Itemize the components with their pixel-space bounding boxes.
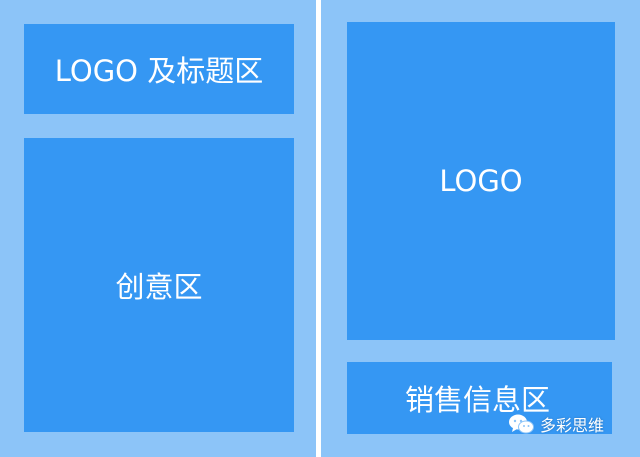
watermark-text: 多彩思维 xyxy=(540,416,605,435)
logo-block: LOGO xyxy=(347,22,615,340)
logo-title-label: LOGO 及标题区 xyxy=(54,54,264,88)
wechat-icon xyxy=(509,414,534,434)
logo-label: LOGO xyxy=(439,164,523,198)
creative-block: 创意区 xyxy=(24,138,294,432)
sales-info-label: 销售信息区 xyxy=(405,383,551,417)
right-layout-panel: LOGO 销售信息区 xyxy=(321,0,640,457)
creative-label: 创意区 xyxy=(115,270,203,304)
watermark: 多彩思维 xyxy=(508,411,604,437)
logo-title-block: LOGO 及标题区 xyxy=(24,24,294,114)
left-layout-panel: LOGO 及标题区 创意区 xyxy=(0,0,316,457)
sales-info-block: 销售信息区 xyxy=(347,362,612,434)
